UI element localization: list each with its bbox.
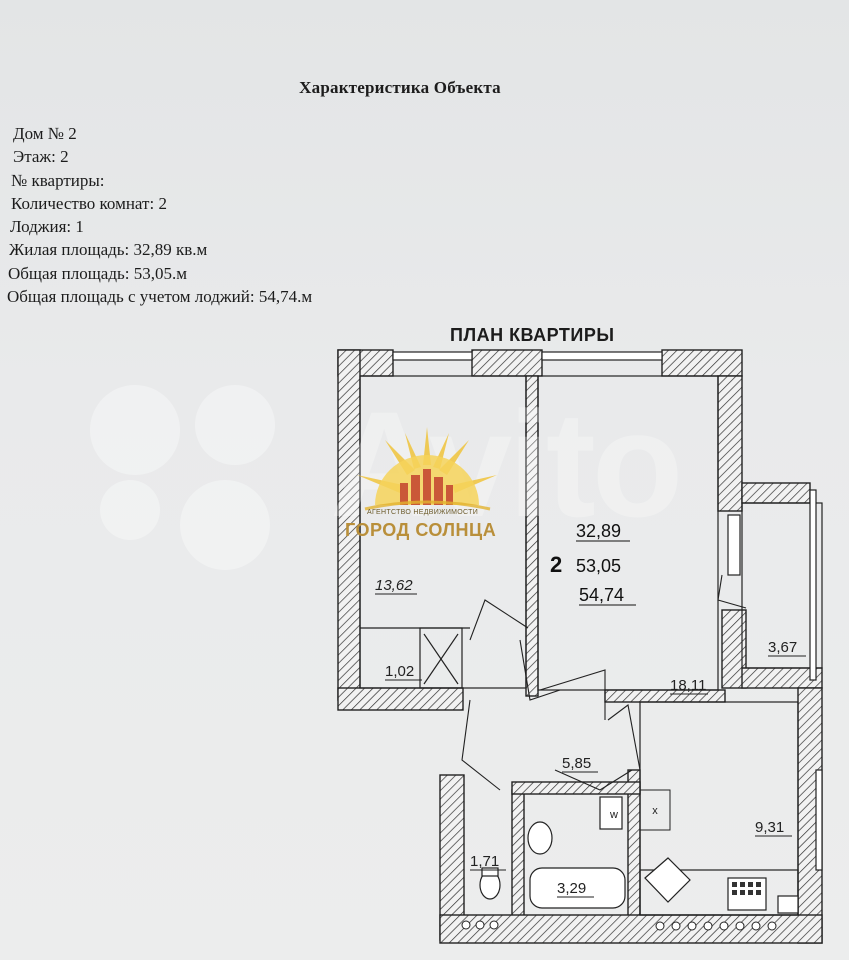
spec-loggia: Лоджия: 1	[10, 217, 84, 237]
door-bedroom	[469, 599, 529, 641]
window-kitchen	[815, 769, 823, 871]
fixtures	[479, 796, 799, 916]
spec-apartment-number: № квартиры:	[11, 170, 105, 190]
walls	[337, 349, 823, 944]
wall-partition-bedroom-living	[525, 375, 539, 697]
floor-plan-drawing: w x 13,62 1,02 18,11 3,67 5,85 9,31 1,71…	[337, 349, 823, 944]
shaft-outline	[419, 627, 463, 689]
door-kitchen	[607, 704, 641, 771]
door-hall	[461, 699, 501, 791]
area-wc: 1,71	[470, 853, 499, 870]
total-underlines	[576, 540, 636, 606]
window-loggia	[809, 489, 817, 681]
wall-living-kitchen	[604, 689, 726, 703]
door-swings	[461, 574, 747, 791]
plan-room-count: 2	[550, 552, 562, 577]
spec-total-area-with-loggia: Общая площадь с учетом лоджий: 54,74.м	[7, 287, 313, 307]
agency-name: ГОРОД СОЛНЦА	[345, 520, 497, 540]
area-underlines	[375, 593, 806, 898]
area-kitchen: 9,31	[755, 819, 784, 836]
wall-top-right	[661, 349, 743, 377]
window-bedroom	[392, 351, 473, 361]
kitchen-counter	[639, 869, 799, 916]
windows	[392, 351, 823, 871]
radiators	[461, 920, 777, 931]
total-living-area: 32,89	[576, 521, 621, 541]
kitchen-sink	[644, 857, 691, 903]
area-bath: 3,29	[557, 880, 586, 897]
document-title: Характеристика Объекта	[299, 78, 501, 97]
wall-wc-left	[439, 774, 465, 941]
door-loggia	[717, 574, 747, 609]
bathtub	[529, 867, 626, 909]
door-bath	[554, 769, 633, 791]
area-bedroom: 13,62	[375, 577, 413, 594]
washer-mark: w	[609, 809, 618, 821]
spec-total-area: Общая площадь: 53,05.м	[8, 263, 187, 283]
spec-room-count: Количество комнат: 2	[11, 193, 167, 213]
area-labels: 13,62 1,02 18,11 3,67 5,85 9,31 1,71 3,2…	[375, 577, 797, 897]
floor-plan: w x 13,62 1,02 18,11 3,67 5,85 9,31 1,71…	[330, 345, 835, 950]
vent-box	[639, 789, 671, 831]
wall-wc-bath	[511, 789, 525, 921]
agency-tagline: АГЕНТСТВО НЕДВИЖИМОСТИ	[367, 509, 479, 516]
spec-house: Дом № 2	[13, 124, 77, 143]
wall-bedroom-bottom	[337, 687, 464, 711]
sink	[527, 821, 553, 855]
plan-totals: 32,89 53,05 54,74	[576, 521, 624, 605]
window-living	[541, 351, 663, 361]
total-area-with-loggia: 54,74	[579, 585, 624, 605]
room-outlines	[359, 375, 823, 916]
area-loggia: 3,67	[768, 639, 797, 656]
agency-sun-logo	[357, 427, 497, 511]
door-loggia-glass	[727, 514, 741, 576]
spec-living-area: Жилая площадь: 32,89 кв.м	[9, 240, 208, 260]
living-outline	[537, 375, 719, 691]
area-living: 18,11	[670, 677, 706, 694]
plan-heading: ПЛАН КВАРТИРЫ	[450, 325, 615, 345]
fridge	[777, 895, 799, 914]
stove-burners	[732, 882, 761, 895]
toilet-tank	[481, 867, 499, 877]
spec-list: Дом № 2 Этаж: 2 № квартиры: Количество к…	[6, 122, 312, 308]
wall-loggia-top	[741, 482, 811, 504]
area-hall: 5,85	[562, 755, 591, 772]
cross-mark: x	[652, 805, 658, 817]
door-living	[519, 639, 561, 701]
wall-bath-top	[511, 781, 641, 795]
wall-living-right-upper	[717, 375, 743, 512]
door-hall-living	[539, 669, 606, 720]
spec-floor: Этаж: 2	[13, 147, 69, 167]
area-closet: 1,02	[385, 663, 414, 680]
loggia-outline	[741, 502, 823, 669]
wall-bottom	[439, 914, 823, 944]
wall-top-middle	[471, 349, 543, 377]
washing-machine	[599, 796, 623, 830]
total-area: 53,05	[576, 556, 621, 576]
